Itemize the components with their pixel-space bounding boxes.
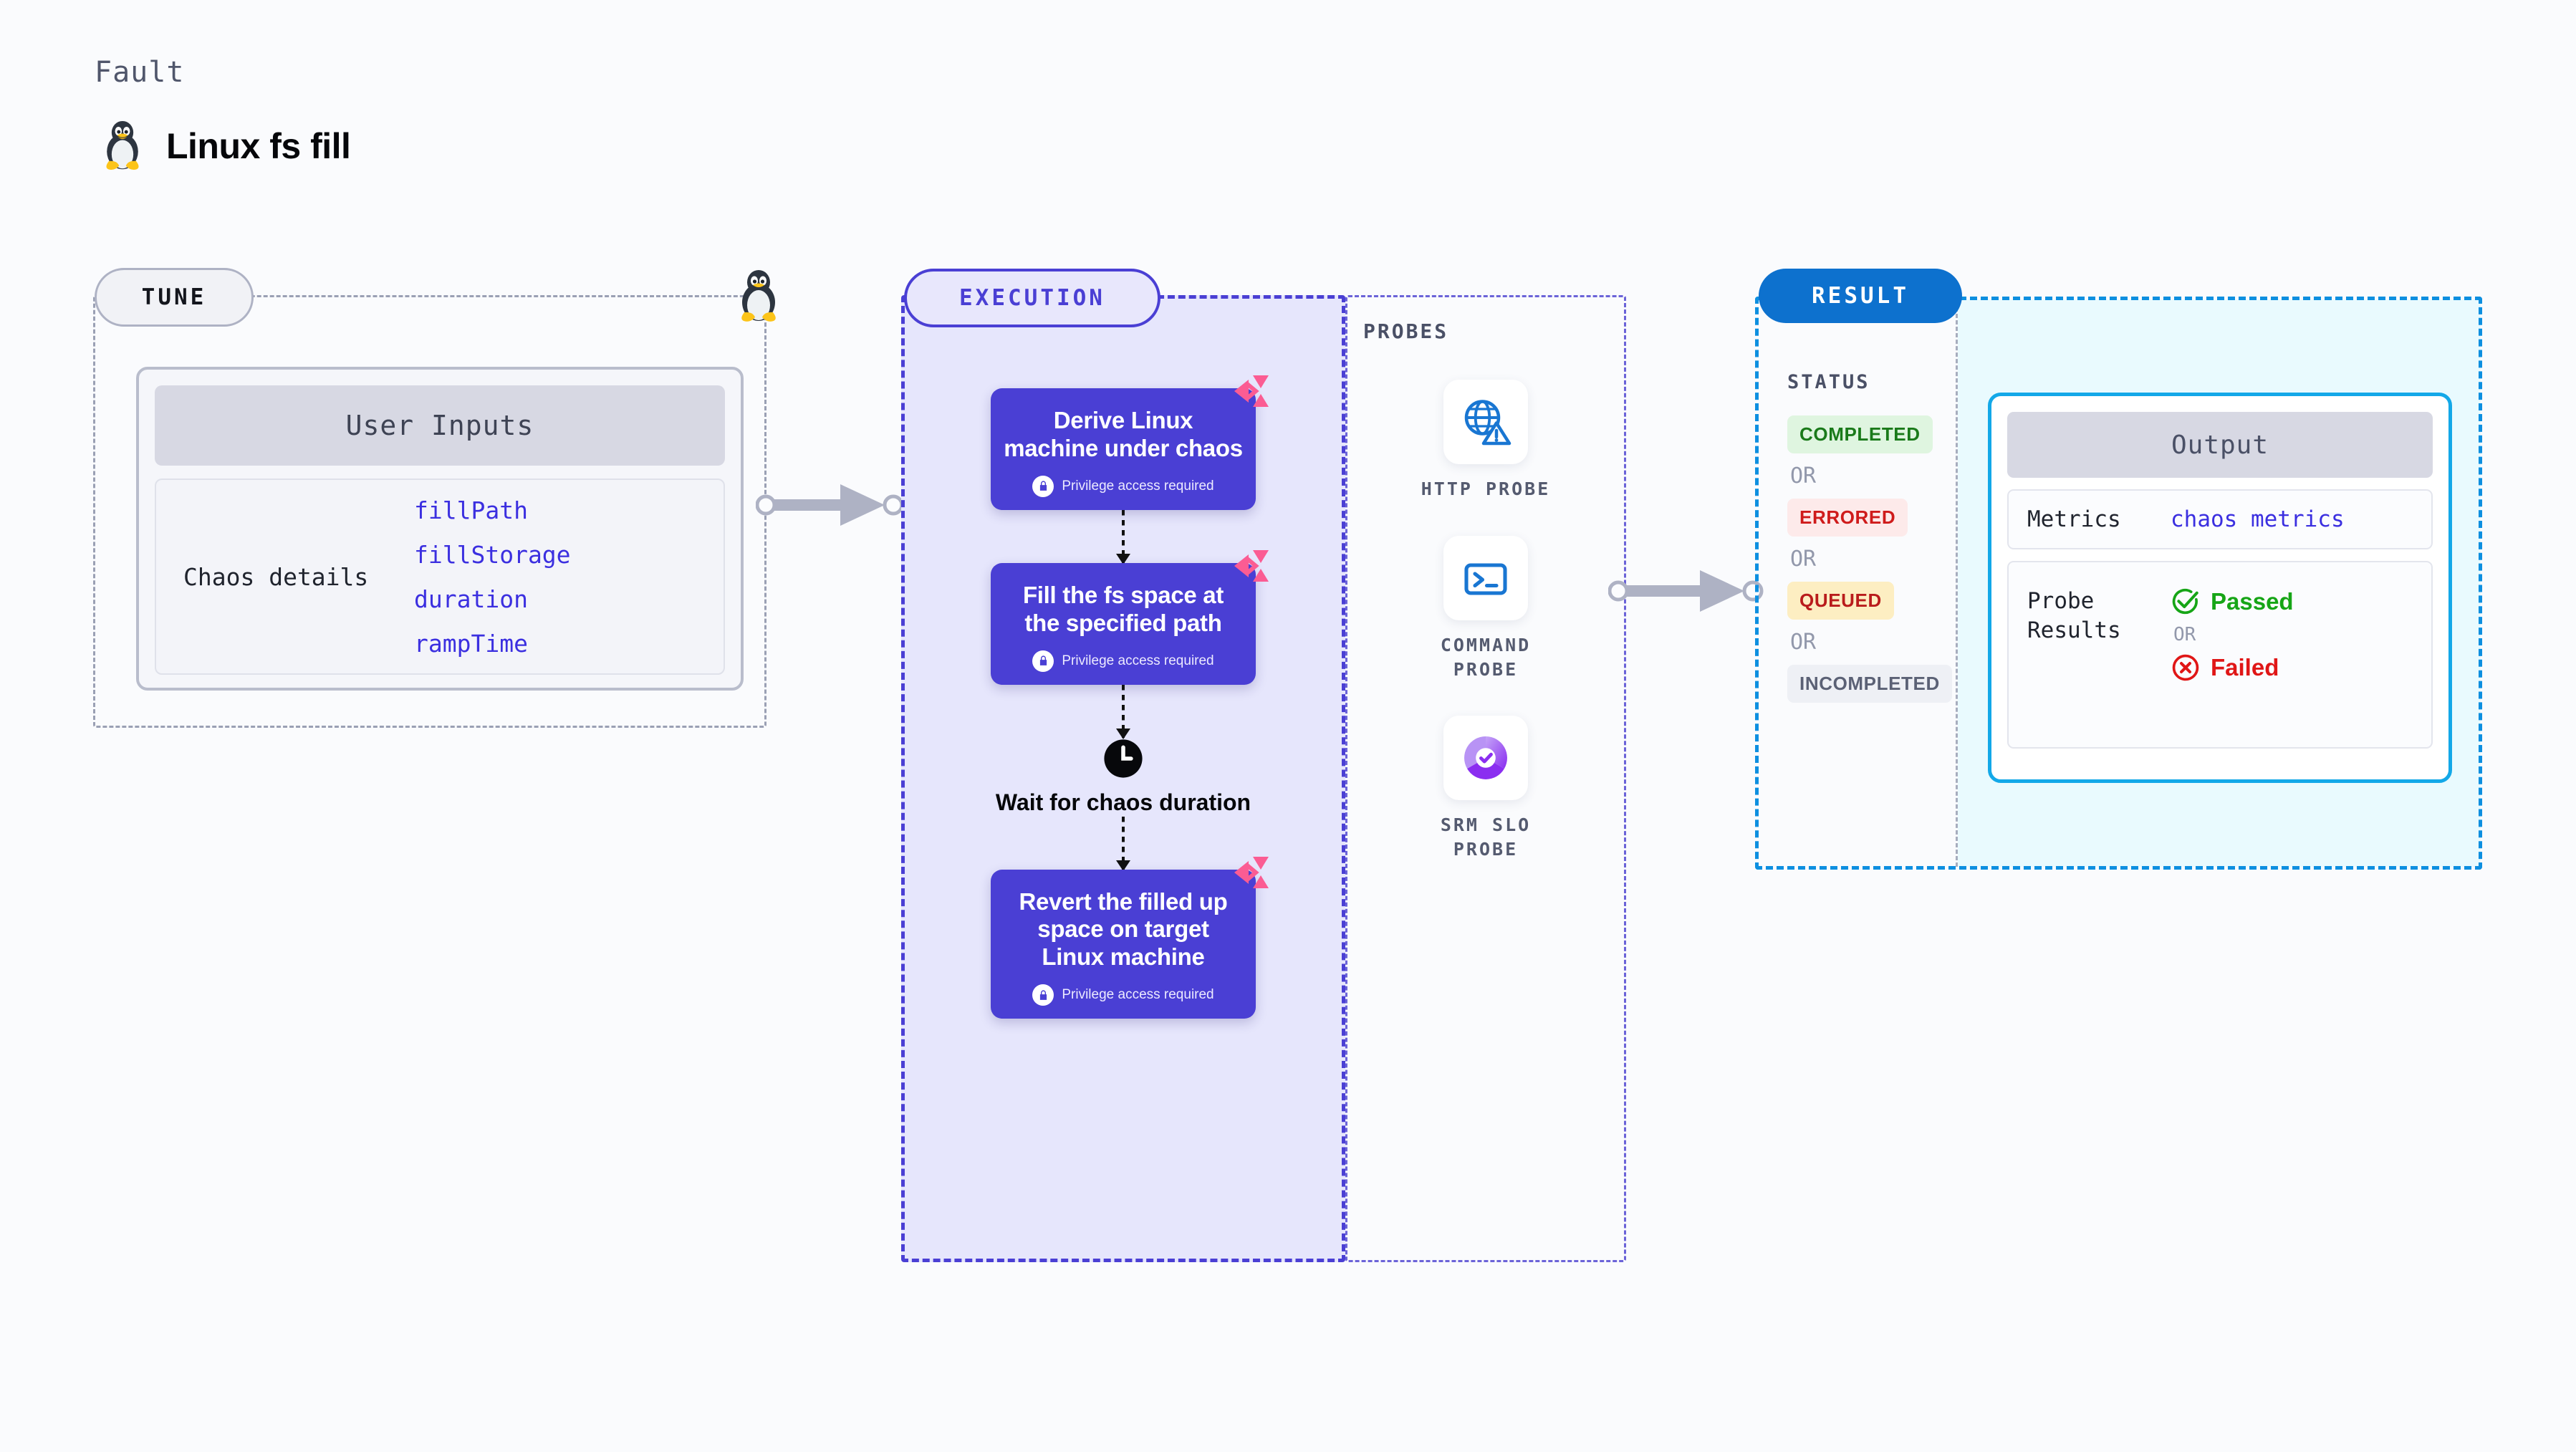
page-kicker: Fault <box>95 56 185 89</box>
user-inputs-card: User Inputs Chaos details fillPath fillS… <box>136 367 744 691</box>
lock-icon <box>1032 984 1054 1006</box>
connector-arrow-tune-to-execution <box>756 484 904 526</box>
globe-warning-icon <box>1464 400 1512 446</box>
check-circle-icon <box>2172 589 2198 615</box>
user-inputs-header: User Inputs <box>155 385 725 466</box>
page-title-row: Linux fs fill <box>100 120 351 172</box>
probe-result-failed: Failed <box>2171 653 2294 683</box>
probe-item-http[interactable]: HTTP PROBE <box>1421 380 1551 501</box>
probes-list: HTTP PROBE COMMAND PROBE <box>1345 380 1626 862</box>
passed-label: Passed <box>2211 588 2294 615</box>
output-metrics-row: Metrics chaos metrics <box>2007 489 2433 550</box>
probe-results-values: Passed OR Failed <box>2171 587 2294 683</box>
privilege-row: Privilege access required <box>1032 650 1214 672</box>
probe-tile <box>1443 716 1528 801</box>
probe-results-key: Probe Results <box>2027 588 2121 643</box>
privilege-text: Privilege access required <box>1062 653 1214 668</box>
probe-label: SRM SLO PROBE <box>1440 814 1532 860</box>
status-badge: INCOMPLETED <box>1787 665 1952 703</box>
connector-arrow-probes-to-result <box>1608 570 1764 612</box>
result-badge[interactable]: RESULT <box>1759 269 1962 323</box>
metrics-value[interactable]: chaos metrics <box>2171 506 2345 533</box>
probes-title: PROBES <box>1363 319 1449 343</box>
chaos-details-label: Chaos details <box>183 562 369 591</box>
probe-tile <box>1443 380 1528 464</box>
execution-wait-step: Wait for chaos duration <box>996 738 1251 817</box>
status-badge: QUEUED <box>1787 582 1894 620</box>
probe-item-srm-slo[interactable]: SRM SLO PROBE <box>1441 716 1531 862</box>
probe-label: COMMAND PROBE <box>1440 634 1532 680</box>
execution-step-card[interactable]: Fill the fs space at the specified path … <box>991 549 1269 685</box>
tux-penguin-icon <box>741 270 776 322</box>
execution-step-card[interactable]: Derive Linux machine under chaos Privile… <box>991 375 1269 510</box>
probe-result-passed: Passed <box>2171 587 2294 617</box>
metrics-key: Metrics <box>2027 506 2121 532</box>
output-card: Output Metrics chaos metrics Probe Resul… <box>1988 393 2452 783</box>
failed-label: Failed <box>2211 654 2279 681</box>
x-circle-icon <box>2172 655 2199 681</box>
lock-icon <box>1032 650 1054 672</box>
page-title: Linux fs fill <box>166 126 351 166</box>
execution-flow: Derive Linux machine under chaos Privile… <box>901 295 1345 1262</box>
chaos-logo-icon <box>1234 549 1269 582</box>
status-badge: ERRORED <box>1787 499 1908 537</box>
chaos-details-body: Chaos details fillPath fillStorage durat… <box>155 479 725 675</box>
terminal-icon <box>1464 563 1507 595</box>
privilege-row: Privilege access required <box>1032 475 1214 497</box>
status-list: COMPLETED OR ERRORED OR QUEUED OR INCOMP… <box>1787 415 1952 703</box>
status-title: STATUS <box>1787 371 1870 393</box>
chaos-param[interactable]: rampTime <box>414 629 528 658</box>
flow-connector-arrow <box>1116 816 1130 871</box>
chaos-param-list: fillPath fillStorage duration rampTime <box>414 496 571 658</box>
execution-step-card[interactable]: Revert the filled up space on target Lin… <box>991 856 1269 1019</box>
output-header: Output <box>2007 412 2433 478</box>
or-label: OR <box>1790 463 1817 489</box>
status-badge: COMPLETED <box>1787 415 1933 453</box>
privilege-text: Privilege access required <box>1062 987 1214 1003</box>
result-column-divider <box>1956 301 1958 867</box>
slo-donut-check-icon <box>1464 736 1507 780</box>
or-label: OR <box>1790 547 1817 572</box>
privilege-text: Privilege access required <box>1062 478 1214 494</box>
probe-tile <box>1443 535 1528 620</box>
chaos-param[interactable]: fillPath <box>414 496 528 524</box>
probe-item-command[interactable]: COMMAND PROBE <box>1440 535 1532 682</box>
step-title: Fill the fs space at the specified path <box>1022 581 1224 636</box>
clock-icon <box>1104 739 1143 778</box>
lock-icon <box>1032 475 1054 497</box>
execution-badge[interactable]: EXECUTION <box>904 269 1160 327</box>
step-title: Derive Linux machine under chaos <box>1004 407 1243 461</box>
or-label: OR <box>2173 624 2196 646</box>
result-panel <box>1755 297 2482 870</box>
wait-step-title: Wait for chaos duration <box>995 789 1251 815</box>
chaos-param[interactable]: duration <box>414 585 528 613</box>
tux-penguin-icon <box>106 120 139 170</box>
tune-badge[interactable]: TUNE <box>95 268 254 327</box>
or-label: OR <box>1790 630 1817 655</box>
privilege-row: Privilege access required <box>1032 984 1214 1006</box>
probe-label: HTTP PROBE <box>1421 479 1551 499</box>
flow-connector-arrow <box>1116 684 1130 739</box>
chaos-logo-icon <box>1234 375 1269 407</box>
flow-connector-arrow <box>1116 509 1130 564</box>
chaos-logo-icon <box>1234 856 1269 888</box>
chaos-param[interactable]: fillStorage <box>414 540 571 569</box>
step-title: Revert the filled up space on target Lin… <box>1019 888 1228 971</box>
output-probe-results-row: Probe Results Passed OR Failed <box>2007 561 2433 749</box>
